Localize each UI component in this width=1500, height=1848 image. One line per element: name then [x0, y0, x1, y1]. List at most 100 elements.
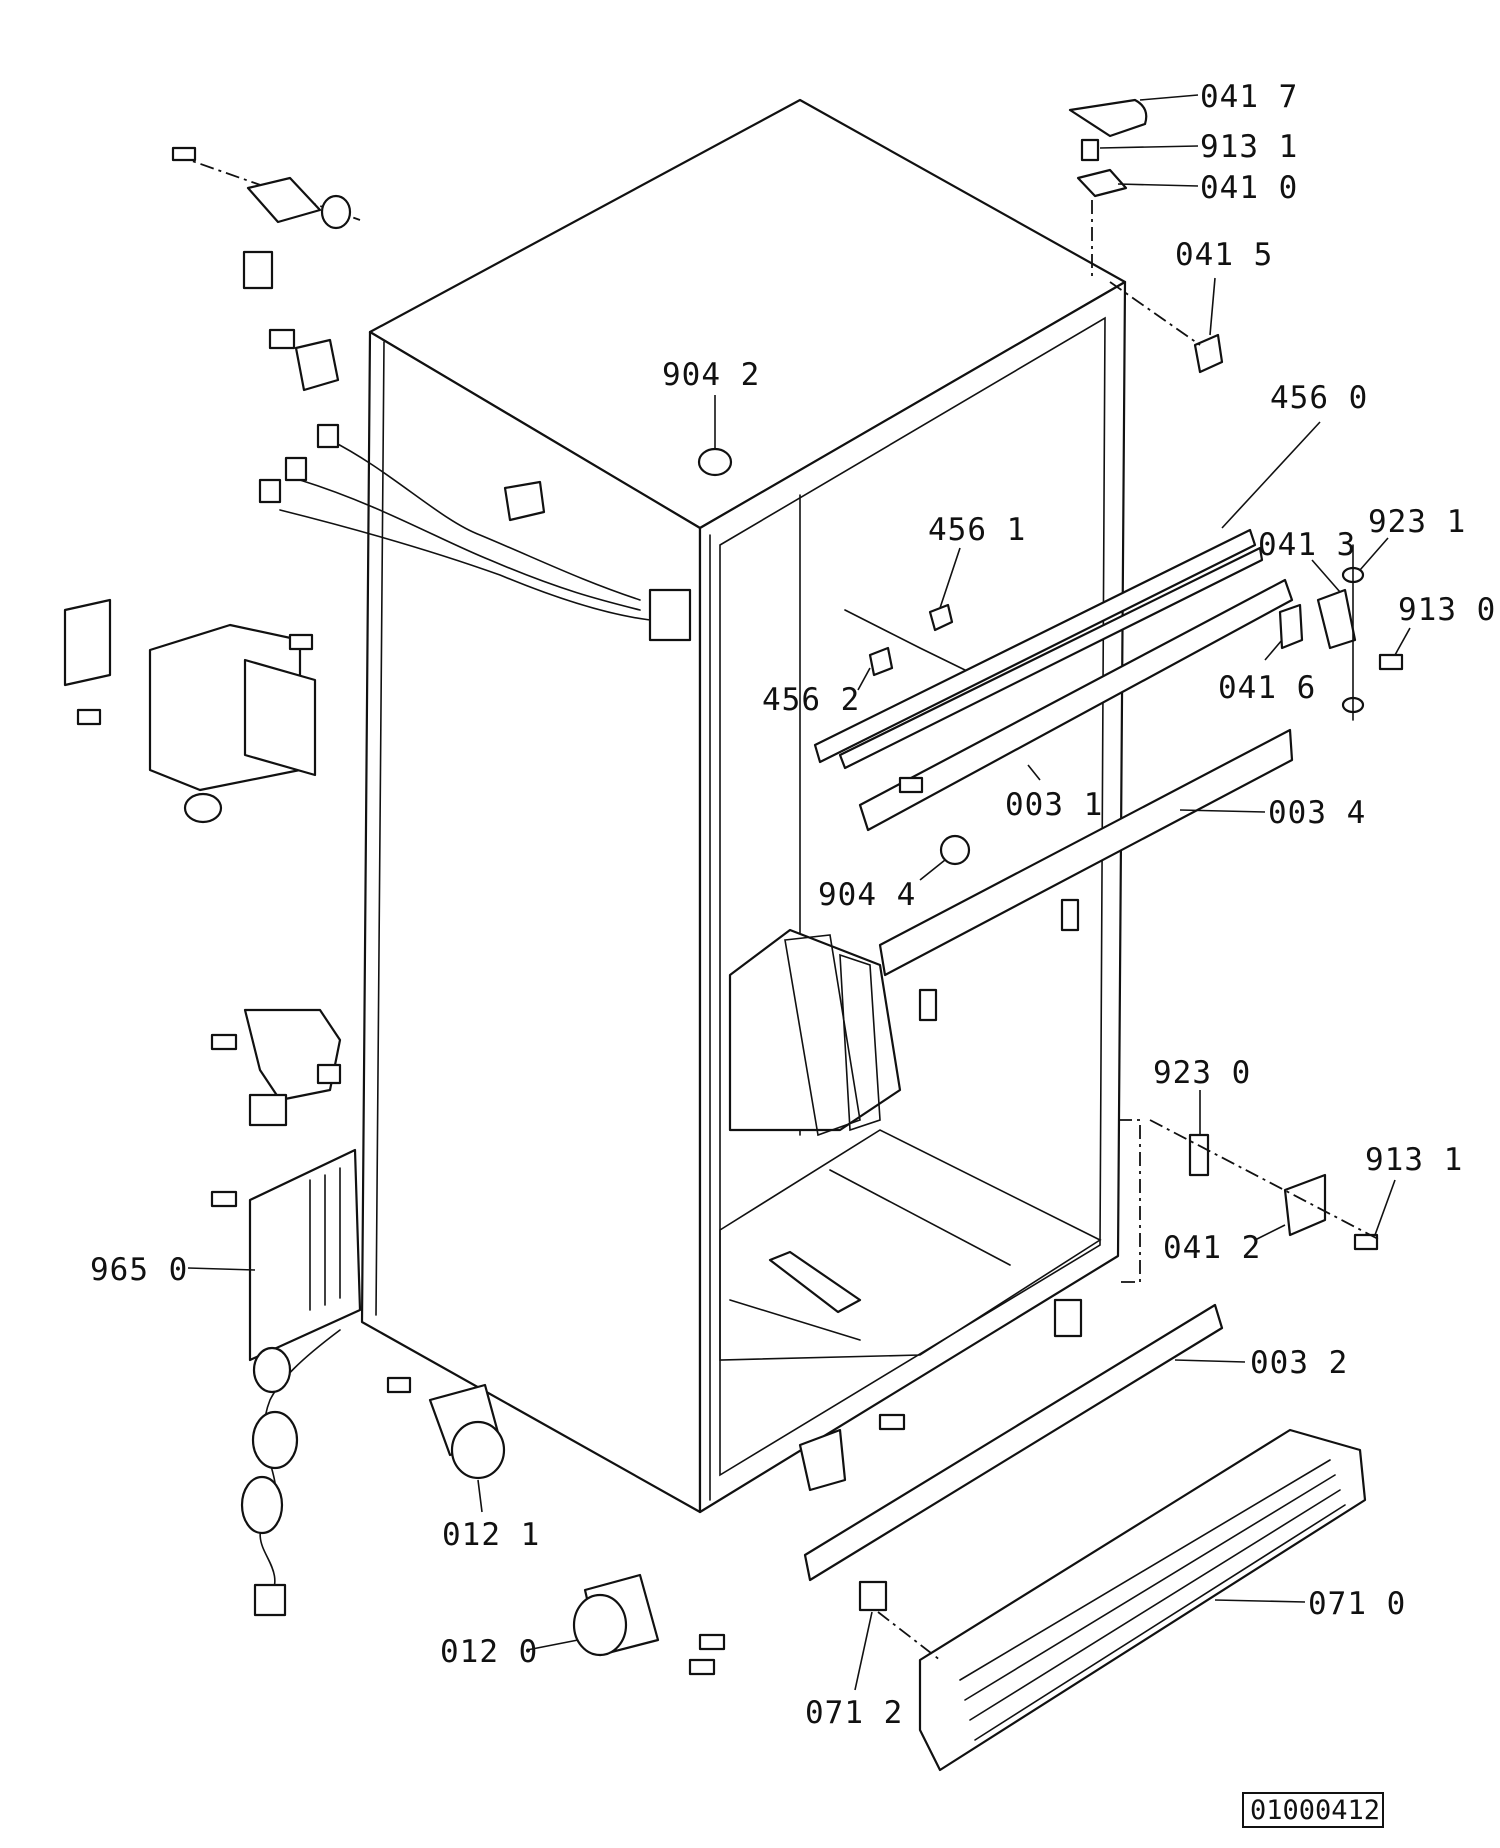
- relay-cover-frame: [243, 658, 317, 777]
- callout-041-6: 041 6: [1218, 670, 1316, 706]
- compressor-plate: [248, 1148, 362, 1362]
- bracket-923-0: [1188, 1133, 1210, 1177]
- harness-wire-2: [299, 479, 641, 611]
- shelf-rail-group: [813, 528, 1264, 770]
- leader-9131a: [1099, 145, 1199, 149]
- callout-904-4: 904 4: [818, 877, 916, 913]
- compressor-plate-group: [210, 1148, 362, 1362]
- shelf-rail-inner: [838, 546, 1264, 770]
- hinge-cover-part: [1068, 98, 1148, 138]
- leader-lines: [187, 94, 1411, 1691]
- leader-0413: [1311, 559, 1341, 593]
- roller-group: [386, 1376, 906, 1676]
- screw-topleft: [171, 146, 197, 162]
- leader-0412: [1254, 1224, 1286, 1241]
- roller-screw: [386, 1376, 412, 1394]
- callout-456-2: 456 2: [762, 682, 860, 718]
- screw-mullion-3: [918, 988, 938, 1022]
- screw-913-0: [1378, 653, 1404, 671]
- screw-913-1-lower: [1353, 1233, 1379, 1251]
- duct-strip-right: [839, 953, 881, 1132]
- relay-group: [63, 598, 317, 824]
- grille-clip: [1053, 1298, 1083, 1338]
- leader-0031: [1027, 764, 1041, 781]
- bracket-041-6: [1278, 603, 1304, 650]
- leader-0034: [1179, 809, 1266, 813]
- hinge-pin-cap-part: [1193, 333, 1224, 374]
- plug-cap-top: [697, 447, 733, 477]
- bracket-topleft: [246, 176, 322, 224]
- rear-guide-line: [1118, 1119, 1141, 1283]
- mullion-cover-003-4: [878, 728, 1294, 977]
- front-leveling-bracket: [798, 1428, 847, 1492]
- grille-body: [918, 1428, 1367, 1772]
- screw-mullion-2: [1060, 898, 1080, 932]
- leader-0712: [854, 1611, 873, 1691]
- leader-0417: [1139, 94, 1199, 101]
- harness-connector-1: [316, 423, 340, 449]
- leader-4560: [1221, 421, 1321, 529]
- control-connector: [316, 1063, 342, 1085]
- harness-wire-3: [279, 509, 651, 621]
- kick-plate-003-2: [803, 1303, 1224, 1582]
- inner-duct-assembly: [719, 928, 1102, 1361]
- wire-harness: [258, 423, 692, 642]
- leader-0415: [1209, 277, 1216, 336]
- leader-0121: [477, 1479, 483, 1513]
- floor-cylinder: [768, 1250, 862, 1314]
- harness-connector-3: [258, 478, 282, 504]
- cabinet-inner-opening: [719, 316, 1106, 1477]
- callout-003-1: 003 1: [1005, 787, 1103, 823]
- roller-wheel-012-1: [450, 1420, 506, 1480]
- side-edge-line: [375, 341, 385, 1316]
- relay-screw-right: [288, 633, 314, 651]
- cabinet-floor: [719, 1129, 1102, 1361]
- floor-rail-2: [829, 1169, 1011, 1266]
- power-cord: [240, 1329, 341, 1617]
- harness-clip: [503, 480, 546, 522]
- callout-456-0: 456 0: [1270, 380, 1368, 416]
- grille-slot-2: [964, 1474, 1336, 1701]
- grille-slot-1: [959, 1459, 1331, 1681]
- roller-screw-a: [698, 1633, 726, 1651]
- leader-9131b: [1374, 1179, 1396, 1236]
- callout-041-0: 041 0: [1200, 170, 1298, 206]
- callout-041-5: 041 5: [1175, 237, 1273, 273]
- callout-071-2: 071 2: [805, 1695, 903, 1731]
- lower-hinge-axis: [1149, 1119, 1381, 1241]
- floor-rail-1: [729, 1299, 861, 1341]
- relay-screw-left: [76, 708, 102, 726]
- clip-wire: [844, 609, 966, 671]
- screw-clip: [268, 328, 296, 350]
- roller-wheel-012-0: [572, 1593, 628, 1657]
- leader-9130: [1394, 627, 1411, 656]
- callout-071-0: 071 0: [1308, 1586, 1406, 1622]
- cord-loop-1: [252, 1346, 292, 1394]
- leader-0032: [1174, 1359, 1246, 1363]
- cord-loop-2: [251, 1410, 299, 1470]
- callout-041-7: 041 7: [1200, 79, 1298, 115]
- top-left-parts: [171, 146, 361, 392]
- top-hinge-part: [1076, 168, 1128, 198]
- diagram-id-box: [1242, 1792, 1384, 1828]
- duct-strip-left: [784, 934, 861, 1137]
- door-stop-group: [858, 544, 1404, 1022]
- hinge-screw-part: [1080, 138, 1100, 162]
- leader-0710: [1214, 1599, 1306, 1603]
- grille-slot-4: [974, 1504, 1346, 1741]
- hinge-041-3: [1316, 588, 1357, 650]
- cord-plug: [253, 1583, 287, 1617]
- callout-labels: 041 7 913 1 041 0 041 5 904 2 456 0 456 …: [90, 79, 1495, 1731]
- callout-012-1: 012 1: [442, 1517, 540, 1553]
- cabinet-front-frame: [698, 280, 1127, 1514]
- cabinet-body: [360, 98, 1127, 1514]
- diagram-id-text: 01000412: [1250, 1795, 1380, 1826]
- callout-003-4: 003 4: [1268, 795, 1366, 831]
- relay-foot: [183, 792, 223, 824]
- leader-9044: [919, 859, 946, 881]
- evaporator-duct: [728, 928, 902, 1132]
- harness-connector-2: [284, 456, 308, 482]
- clip-456-2: [868, 646, 894, 677]
- lower-hinge-group: [1053, 1119, 1381, 1338]
